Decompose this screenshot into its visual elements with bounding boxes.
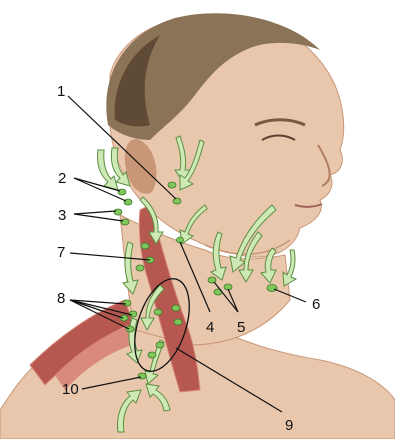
label-5: 5 [237, 319, 245, 336]
green-oval-node-icon [173, 198, 181, 204]
green-oval-node-icon [136, 265, 144, 271]
green-oval-node-icon [124, 199, 132, 205]
green-oval-node-icon [174, 319, 182, 325]
label-6: 6 [312, 296, 320, 313]
green-oval-node-icon [267, 285, 277, 292]
label-8: 8 [57, 290, 65, 307]
label-9: 9 [285, 417, 293, 434]
green-oval-node-icon [141, 243, 149, 249]
label-2: 2 [58, 170, 66, 187]
green-oval-node-icon [126, 326, 134, 332]
green-oval-node-icon [154, 309, 162, 315]
green-oval-node-icon [172, 305, 180, 311]
green-oval-node-icon [148, 352, 156, 358]
green-oval-node-icon [121, 219, 129, 225]
label-3: 3 [58, 207, 66, 224]
green-oval-node-icon [114, 209, 122, 215]
label-1: 1 [57, 83, 65, 100]
green-oval-node-icon [168, 182, 176, 188]
label-10: 10 [62, 381, 79, 398]
green-oval-node-icon [118, 189, 126, 195]
green-oval-node-icon [156, 342, 164, 348]
label-4: 4 [206, 319, 214, 336]
green-oval-node-icon [138, 373, 146, 379]
green-oval-node-icon [123, 300, 131, 306]
leader-line-3a [74, 211, 116, 214]
anatomy-drawing [0, 13, 395, 439]
label-7: 7 [57, 244, 65, 261]
